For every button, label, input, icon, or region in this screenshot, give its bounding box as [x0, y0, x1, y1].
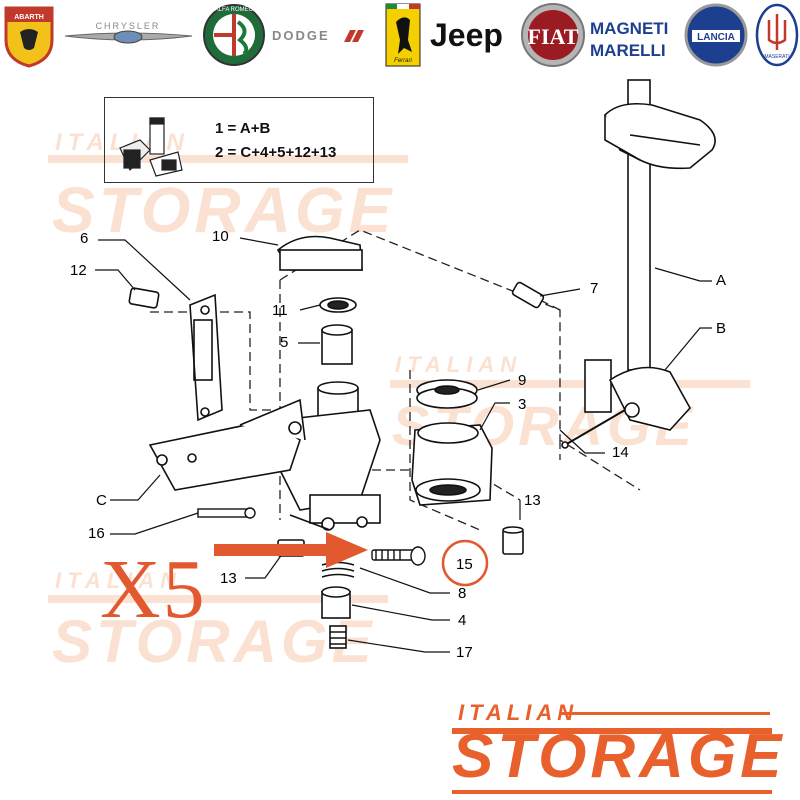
watermark-low-main: STORAGE	[52, 608, 376, 675]
fiat-label: FIAT	[528, 24, 579, 49]
callout-9: 9	[518, 372, 527, 389]
fiat-logo: FIAT	[521, 3, 585, 67]
callout-5: 5	[280, 334, 289, 351]
callout-7: 7	[590, 280, 599, 297]
callout-15: 15	[456, 556, 473, 573]
chrysler-label: CHRYSLER	[96, 21, 161, 31]
part-9-3-housing	[411, 379, 493, 506]
part-4-bush	[321, 586, 351, 619]
legend-kit-icon	[119, 117, 183, 177]
part-16-bolt	[197, 507, 256, 519]
callout-17: 17	[456, 644, 473, 661]
part-6-plate	[189, 293, 223, 422]
part-5-bush	[321, 324, 353, 365]
jeep-label: Jeep	[430, 17, 503, 53]
part-13-sleeve-right	[502, 526, 524, 555]
callout-13-left: 13	[220, 570, 237, 587]
ferrari-label: Ferrari	[394, 58, 412, 64]
dodge-logo: DODGE	[272, 28, 364, 43]
callout-11: 11	[272, 302, 288, 319]
callout-3: 3	[518, 396, 527, 413]
legend-line-2: 2 = C+4+5+12+13	[215, 144, 337, 161]
callout-14: 14	[612, 444, 629, 461]
selector-shaft-assembly	[561, 79, 716, 449]
brand-logos-svg: ABARTH CHRYSLER ALFA ROMEO DODGE	[4, 3, 799, 68]
callout-6: 6	[80, 230, 89, 247]
dodge-label: DODGE	[272, 28, 330, 43]
callout-10: 10	[212, 228, 229, 245]
highlight-arrow	[214, 532, 368, 568]
alfa-romeo-label: ALFA ROMEO	[215, 7, 254, 13]
maserati-logo: MASERATI	[755, 3, 799, 67]
quantity-badge: X5	[100, 543, 207, 636]
callout-16: 16	[88, 525, 105, 542]
ferrari-logo: Ferrari	[385, 3, 421, 67]
watermark-mid-small: ITALIAN	[395, 352, 522, 377]
alfa-romeo-logo: ALFA ROMEO	[203, 4, 265, 66]
magneti-label: MAGNETI	[590, 19, 668, 38]
part-10-pad	[276, 235, 363, 271]
callout-12: 12	[70, 262, 87, 279]
legend-line-1: 1 = A+B	[215, 120, 271, 137]
part-17-plug	[329, 625, 347, 649]
store-logo-top: ITALIAN	[458, 700, 579, 725]
lancia-logo: LANCIA	[684, 3, 748, 67]
callout-13-right: 13	[524, 492, 541, 509]
brand-logo-strip: ABARTH CHRYSLER ALFA ROMEO DODGE	[0, 0, 800, 72]
watermark-low-small: ITALIAN	[55, 568, 182, 593]
chrysler-logo: CHRYSLER	[64, 21, 193, 44]
callout-A: A	[716, 272, 727, 289]
abarth-label: ABARTH	[14, 14, 44, 21]
abarth-logo: ABARTH	[4, 6, 54, 68]
selector-body	[148, 381, 381, 531]
maserati-label: MASERATI	[764, 54, 789, 60]
magneti-marelli-logo: MAGNETI MARELLI	[590, 19, 668, 60]
part-11-ring	[319, 297, 357, 313]
highlight-circle	[441, 539, 489, 587]
store-logo-main: STORAGE	[452, 722, 786, 791]
jeep-logo: Jeep	[430, 17, 503, 53]
watermark-top: ITALIAN STORAGE	[48, 129, 408, 246]
callout-8: 8	[458, 585, 467, 602]
callout-4: 4	[458, 612, 467, 629]
leader-lines	[95, 237, 712, 653]
watermark-top-main: STORAGE	[52, 174, 395, 246]
part-15-bolt	[371, 546, 426, 566]
marelli-label: MARELLI	[590, 41, 666, 60]
part-12-pin	[128, 287, 160, 309]
watermark-low: ITALIAN STORAGE	[48, 568, 388, 675]
part-7-pin	[511, 281, 545, 309]
callout-C: C	[96, 492, 107, 509]
callout-B: B	[716, 320, 727, 337]
kit-legend-box: 1 = A+B 2 = C+4+5+12+13	[104, 97, 374, 183]
lancia-label: LANCIA	[697, 32, 735, 43]
